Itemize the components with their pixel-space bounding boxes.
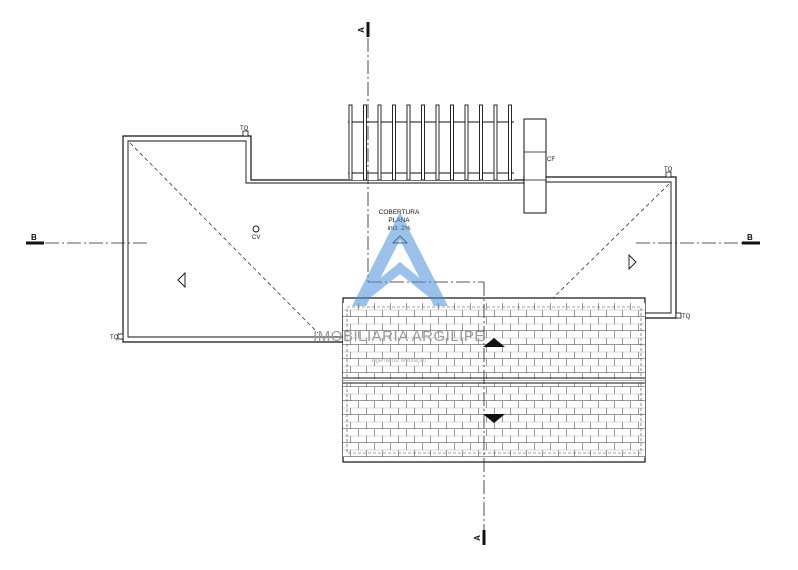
vent: CV: [252, 225, 260, 241]
roof-note-line1: COBERTURA: [379, 209, 420, 216]
downpipes: TQ TQ TQ TQ: [110, 126, 691, 341]
pergola-slat: [479, 104, 483, 181]
slope-arrow-left: [177, 271, 186, 289]
watermark-name: IMOBILIARIA ARGILIPE: [313, 328, 485, 345]
pergola-slat: [421, 104, 425, 181]
pergola-slat: [377, 104, 382, 181]
slope-arrows: [177, 235, 637, 423]
slope-arrow-right: [628, 253, 637, 271]
chimney: [523, 118, 547, 214]
pergola-slat: [435, 104, 440, 181]
pergola-slat: [363, 104, 367, 181]
tiled-pitched-roof: [342, 297, 646, 463]
pergola-slat: [464, 104, 469, 181]
downpipe-right-label: TQ: [682, 314, 691, 320]
section-a-top-label: A: [357, 27, 366, 33]
downpipe-left-label: TQ: [110, 335, 119, 341]
pergola-background: [348, 118, 514, 180]
pergola-slat: [493, 104, 498, 181]
slope-arrow-down: [483, 414, 505, 423]
pergola-slat: [406, 104, 411, 181]
pergola-slat: [508, 104, 512, 181]
section-markers: A A B B: [26, 22, 760, 545]
watermark-tagline: Agente de Mediação: [371, 358, 427, 364]
pergola-louvers: [348, 104, 514, 181]
slope-lines: [129, 142, 670, 334]
slope-arrow-up: [483, 338, 505, 347]
chimney-label: CF: [547, 157, 555, 163]
section-b-left-label: B: [31, 233, 37, 242]
downpipe-top-right-label: TQ: [664, 167, 673, 173]
watermark: IMOBILIARIA ARGILIPE Agente de Mediação: [313, 212, 485, 364]
watermark-logo: [352, 212, 448, 306]
pergola-slat: [450, 104, 454, 181]
vent-label: CV: [252, 235, 260, 241]
section-b-right-label: B: [747, 233, 753, 242]
section-a-bottom-label: A: [473, 535, 482, 541]
pergola-slat: [348, 104, 353, 181]
pergola-slat: [392, 104, 396, 181]
downpipe-top-left-label: TQ: [240, 126, 249, 132]
